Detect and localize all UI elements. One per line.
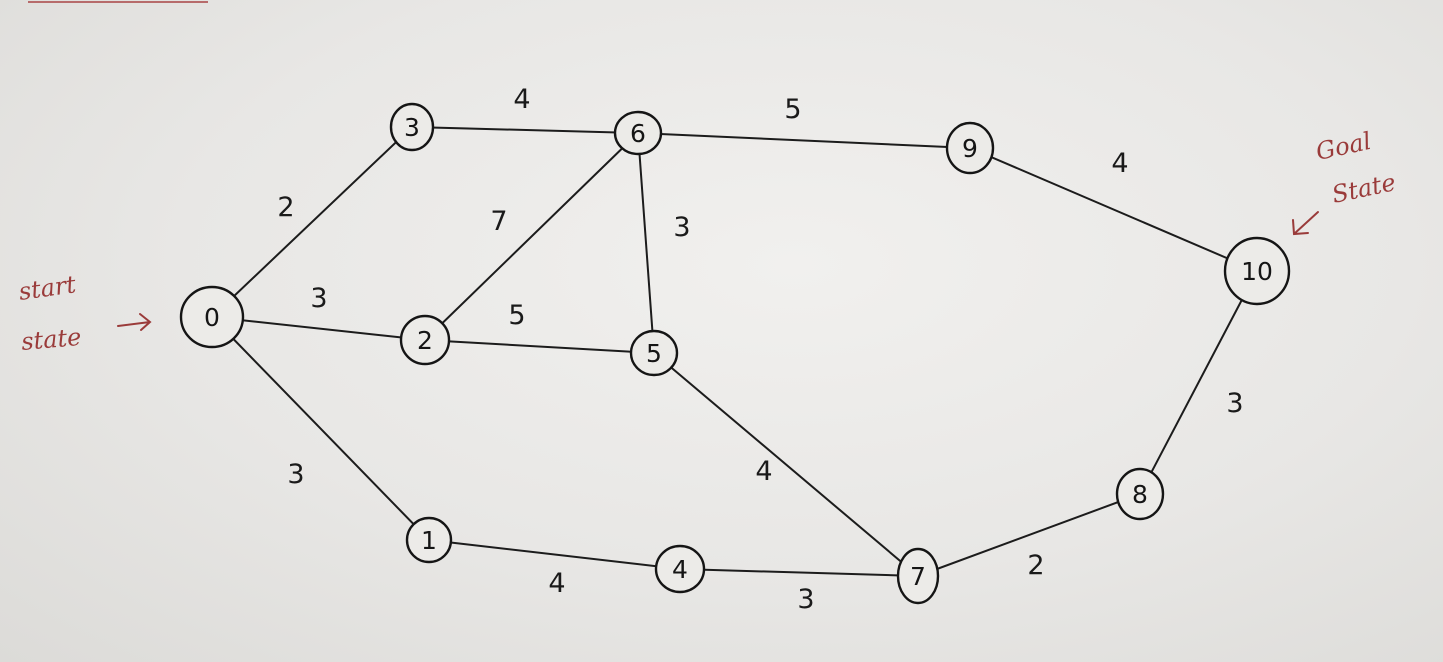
edge-weight--8: 2 [1027, 550, 1044, 581]
edge-8-10 [1139, 270, 1258, 495]
node-circle [405, 516, 453, 564]
goal-label-line1: Goal [1313, 127, 1373, 166]
edge-weight--7: 4 [755, 456, 772, 487]
edge-5-7 [653, 352, 919, 577]
nodes-layer: 0 3 2 1 6 5 4 9 7 10 8 [179, 102, 1291, 605]
edge-0-1 [211, 316, 430, 541]
start-label-line2: state [20, 323, 82, 356]
node-label: 9 [962, 134, 978, 163]
goal-annotation: Goal State [1292, 127, 1398, 236]
edge-1-4 [428, 539, 681, 570]
node-8: 8 [1115, 467, 1165, 521]
node-label: 5 [646, 339, 662, 368]
edge-weight--6: 4 [513, 84, 530, 115]
node-label: 1 [421, 526, 437, 555]
node-circle [179, 285, 245, 349]
edge-2-6 [424, 132, 639, 341]
edge-9-10 [969, 147, 1258, 272]
node-circle [945, 121, 995, 175]
node-label: 0 [204, 303, 220, 332]
edge-4-7 [679, 568, 919, 577]
node-label: 6 [630, 119, 646, 148]
goal-arrow-icon [1292, 211, 1319, 236]
node-label: 10 [1241, 257, 1273, 286]
edge-0-3 [211, 126, 413, 318]
edge-weight--10: 3 [1226, 388, 1243, 419]
node-label: 8 [1132, 480, 1148, 509]
node-circle [1115, 467, 1165, 521]
node-circle [654, 544, 706, 594]
node-2: 2 [399, 314, 451, 366]
node-0: 0 [179, 285, 245, 349]
node-circle [1223, 236, 1291, 306]
node-6: 6 [613, 110, 663, 156]
node-7: 7 [896, 547, 940, 605]
edge-weight--10: 4 [1111, 148, 1128, 179]
start-label-line1: start [17, 270, 78, 306]
edge-3-6 [411, 126, 639, 134]
node-circle [629, 329, 679, 377]
node-label: 3 [404, 113, 420, 142]
start-arrow-icon [117, 313, 152, 331]
edge-weight--5: 3 [673, 212, 690, 243]
node-circle [389, 102, 435, 152]
node-circle [399, 314, 451, 366]
edge-7-8 [917, 493, 1141, 577]
node-10: 10 [1223, 236, 1291, 306]
node-label: 7 [910, 562, 926, 591]
edge-weight--2: 3 [310, 283, 327, 314]
node-5: 5 [629, 329, 679, 377]
node-3: 3 [389, 102, 435, 152]
edge-weight--5: 5 [508, 300, 525, 331]
edge-6-5 [637, 132, 655, 354]
node-circle [896, 547, 940, 605]
node-1: 1 [405, 516, 453, 564]
edge-weight--3: 2 [277, 192, 294, 223]
node-4: 4 [654, 544, 706, 594]
weights-layer: 2 3 3 4 7 5 3 5 4 4 4 3 2 3 [277, 84, 1243, 615]
edge-2-5 [424, 339, 655, 354]
edge-weight--4: 4 [548, 568, 565, 599]
goal-label-line2: State [1329, 168, 1398, 209]
edge-6-9 [637, 132, 971, 149]
edge-weight--7: 3 [797, 584, 814, 615]
node-label: 2 [417, 326, 433, 355]
edge-weight--1: 3 [287, 459, 304, 490]
edge-weight--9: 5 [784, 94, 801, 125]
node-9: 9 [945, 121, 995, 175]
edge-weight--6: 7 [490, 206, 507, 237]
node-circle [613, 110, 663, 156]
edge-0-2 [211, 316, 426, 341]
node-label: 4 [672, 555, 688, 584]
start-annotation: start state [17, 270, 152, 356]
edges-layer [211, 126, 1258, 577]
